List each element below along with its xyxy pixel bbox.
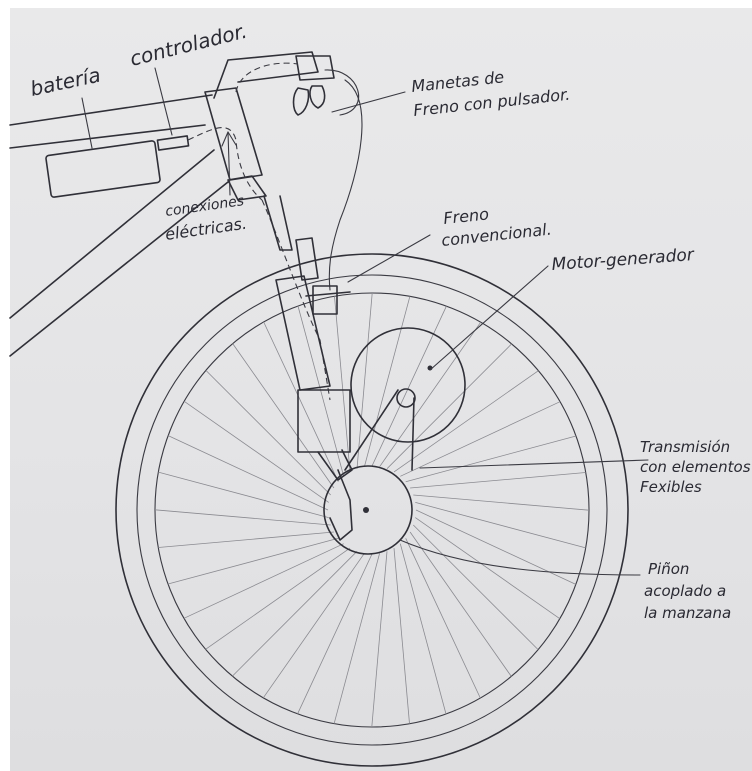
wheel-spoke — [372, 551, 387, 727]
wire-to-levers — [236, 63, 298, 92]
label-transmision-2: con elementos — [640, 458, 751, 476]
wheel-spoke — [413, 495, 589, 510]
tire-outer — [116, 254, 628, 766]
wheel-spoke — [334, 553, 380, 723]
front-fork — [264, 196, 352, 480]
wheel-spoke — [415, 502, 585, 548]
label-motor: Motor-generador — [551, 245, 695, 275]
leader-lines — [82, 68, 648, 575]
wheel-spoke — [158, 532, 334, 548]
belt-right — [412, 398, 414, 470]
top-tube-lower — [10, 125, 205, 148]
wheel-spoke — [155, 510, 331, 525]
wheel-spoke — [263, 553, 364, 698]
wheel-spoke — [158, 472, 328, 517]
tire-inner — [137, 275, 607, 745]
wheel-spoke — [357, 293, 372, 469]
wheel-spoke — [335, 296, 351, 472]
wheel-spoke — [233, 344, 334, 488]
motor-generator — [351, 328, 465, 442]
brake-lever-right — [310, 86, 325, 108]
wheel-spoke — [168, 436, 328, 510]
fork-leg-upper — [276, 276, 330, 390]
label-controlador: controlador. — [127, 19, 249, 71]
leader-transmision — [420, 460, 648, 468]
wheel-spoke — [406, 538, 481, 698]
leader-conexiones — [228, 132, 230, 195]
label-transmision-1: Transmisión — [640, 438, 730, 456]
hub-axle — [363, 507, 369, 513]
fork-crown — [264, 196, 292, 250]
wheel-spoke — [413, 525, 538, 650]
label-manetas-1: Manetas de — [410, 67, 505, 96]
wheel-spoke — [410, 473, 586, 489]
brake-levers — [294, 70, 359, 115]
wheel-spoke — [406, 436, 576, 482]
front-wheel — [116, 254, 628, 766]
wheel-spoke — [416, 510, 576, 584]
wheel-spoke — [264, 322, 339, 482]
hub-pinion — [324, 466, 412, 554]
stem — [214, 52, 318, 98]
brake-lever-left — [294, 88, 309, 115]
leader-bateria — [82, 98, 92, 148]
wheel-spoke — [410, 532, 511, 676]
controller-box — [157, 136, 188, 150]
label-freno-1: Freno — [442, 204, 490, 228]
annotations: batería controlador. Manetas de Freno co… — [28, 19, 751, 622]
wheel-spoke — [298, 554, 372, 714]
wheel-spoke — [298, 306, 344, 476]
rim — [155, 293, 589, 727]
label-pinon-3: la manzana — [644, 604, 731, 622]
label-pinon-1: Piñon — [648, 560, 689, 578]
motor-disc — [351, 328, 465, 442]
label-transmision-3: Fexibles — [640, 478, 702, 496]
fork-clamp-block — [298, 390, 350, 452]
wheel-spoke — [400, 544, 446, 714]
wheel-spoke — [394, 371, 538, 472]
label-pinon-2: acoplado a — [644, 582, 726, 600]
wheel-spoke — [232, 551, 357, 676]
fork-stanchion — [296, 238, 318, 280]
wheel-spoke — [206, 548, 350, 649]
leader-manetas — [332, 92, 405, 112]
wheel-spoke — [168, 538, 338, 584]
lever-cable — [325, 70, 359, 115]
fork-leg-lower — [318, 450, 352, 480]
wheel-spoke — [394, 548, 410, 724]
wheel-spoke — [184, 544, 344, 619]
top-tube-upper — [10, 95, 212, 125]
motor-shaft — [397, 389, 415, 407]
dropout — [330, 470, 352, 540]
wheel-spoke — [415, 518, 560, 619]
label-bateria: batería — [28, 63, 103, 101]
wheel-spokes — [155, 293, 589, 727]
battery-box — [46, 141, 161, 198]
